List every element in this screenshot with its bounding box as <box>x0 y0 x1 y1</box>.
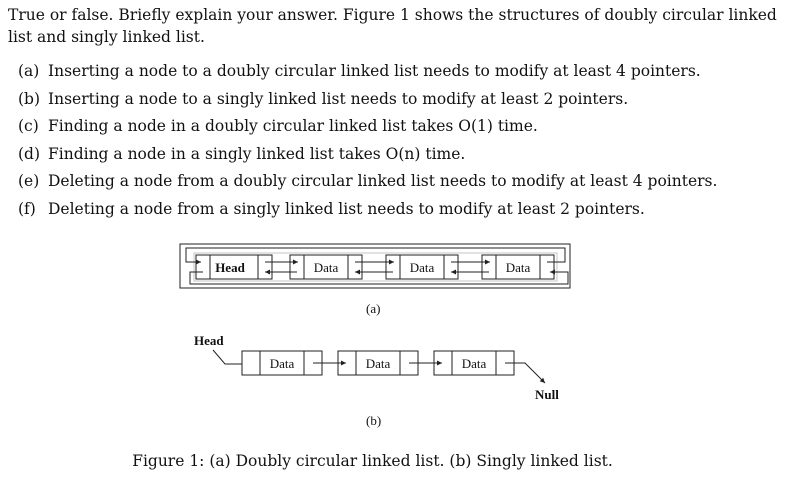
item-text: Inserting a node to a doubly circular li… <box>48 62 701 80</box>
node-label: Data <box>366 356 391 371</box>
node-label: Data <box>506 260 531 275</box>
node-next-pointer <box>257 254 273 280</box>
figure-sublabel-a: (a) <box>366 301 381 316</box>
circular-inner-loop <box>193 252 558 282</box>
node-data-cell <box>303 254 349 280</box>
circular-prev-link <box>189 269 569 285</box>
item-label: (d) <box>18 144 41 163</box>
item-label: (e) <box>18 172 40 190</box>
node-prev-pointer <box>195 254 211 280</box>
node-label: Data <box>410 260 435 275</box>
item-e: (e) Deleting a node from a doubly circula… <box>18 168 717 196</box>
question-items: (a) Inserting a node to a doubly circular… <box>18 58 717 223</box>
head-label: Head <box>194 333 224 348</box>
list-node: Data <box>337 350 419 376</box>
circular-next-link <box>185 247 566 265</box>
item-a: (a) Inserting a node to a doubly circular… <box>18 58 717 86</box>
node-data-cell <box>355 350 401 376</box>
circular-outer-loop <box>179 243 571 289</box>
node-label: Data <box>270 356 295 371</box>
list-node: Data <box>481 254 555 280</box>
list-node: Data <box>433 350 515 376</box>
item-label: (c) <box>18 117 39 135</box>
node-data-cell <box>451 350 497 376</box>
node-next-pointer <box>347 254 363 280</box>
singly-linked-list: Head Data Data Data Null <box>194 333 559 402</box>
null-pointer-arrow <box>505 362 546 384</box>
node-label: Data <box>462 356 487 371</box>
item-label: (a) <box>18 62 40 80</box>
item-text: Inserting a node to a singly linked list… <box>48 89 629 108</box>
item-c: (c) Finding a node in a doubly circular l… <box>18 113 717 141</box>
node-blank-cell <box>241 350 261 376</box>
node-prev-pointer <box>385 254 401 280</box>
node-prev-pointer <box>289 254 305 280</box>
question-intro: True or false. Briefly explain your answ… <box>8 6 777 46</box>
item-label: (f) <box>18 199 36 218</box>
node-data-cell <box>495 254 541 280</box>
node-data-cell <box>209 254 259 280</box>
list-node: Head <box>195 254 273 280</box>
list-node: Data <box>385 254 459 280</box>
item-text: Deleting a node from a singly linked lis… <box>48 199 645 218</box>
figure-sublabel-b: (b) <box>366 413 382 428</box>
item-b: (b) Inserting a node to a singly linked l… <box>18 86 717 114</box>
list-node: Data <box>241 350 323 376</box>
doubly-circular-list: Head Data Data Data <box>179 243 571 289</box>
item-f: (f) Deleting a node from a singly linked … <box>18 196 717 224</box>
item-text: Finding a node in a singly linked list t… <box>48 144 466 163</box>
item-label: (b) <box>18 89 41 108</box>
node-label: Head <box>215 260 245 275</box>
node-prev-pointer <box>481 254 497 280</box>
node-next-pointer <box>539 254 555 280</box>
item-text: Deleting a node from a doubly circular l… <box>48 172 718 190</box>
null-label: Null <box>535 387 559 402</box>
node-next-pointer <box>443 254 459 280</box>
item-text: Finding a node in a doubly circular link… <box>48 117 538 135</box>
item-d: (d) Finding a node in a singly linked lis… <box>18 141 717 169</box>
node-label: Data <box>314 260 339 275</box>
node-data-cell <box>259 350 305 376</box>
node-data-cell <box>399 254 445 280</box>
figure-caption: Figure 1: (a) Doubly circular linked lis… <box>132 452 613 470</box>
list-node: Data <box>289 254 363 280</box>
